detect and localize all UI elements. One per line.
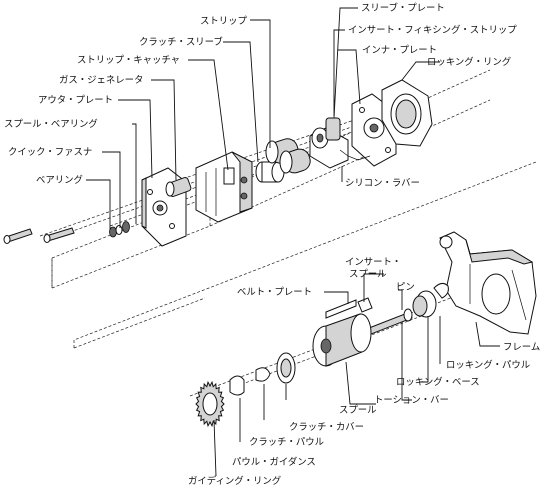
label-locking-pawl: ロッキング・パウル xyxy=(446,359,530,371)
clutch-pawl-part xyxy=(255,367,271,382)
guiding-ring-hole xyxy=(202,392,218,416)
label-pin: ピン xyxy=(396,282,415,293)
frame-part xyxy=(439,231,537,335)
sleeve-plate-part xyxy=(309,117,349,169)
label-quick-fastener: クイック・ファスナ xyxy=(8,147,92,158)
guiding-ring-part xyxy=(195,380,225,428)
label-locking-ring-top: ロッキング・リング xyxy=(427,56,511,68)
label-inner-plate: インナ・プレート xyxy=(362,45,437,56)
label-insert-spool-line2: スプール xyxy=(349,269,387,280)
belt-plate-part xyxy=(325,299,357,319)
label-silicone-rubber: シリコン・ラバー xyxy=(345,178,420,189)
labels: ストリップ スリーブ・プレート クラッチ・スリーブ インサート・フィキシング・ス… xyxy=(4,2,540,487)
locking-base-part xyxy=(412,290,437,318)
label-bearing: ベアリング xyxy=(36,174,83,186)
label-insert-fixing-strip: インサート・フィキシング・ストリップ xyxy=(348,24,517,36)
pawl-guidance-part xyxy=(229,375,245,396)
bearing-part xyxy=(109,221,130,238)
label-clutch-pawl: クラッチ・パウル xyxy=(249,437,324,448)
label-gas-generator: ガス・ジェネレータ xyxy=(59,75,143,86)
spool-part xyxy=(312,313,372,367)
torsion-bar-part xyxy=(363,308,413,337)
quick-fastener-bolt xyxy=(3,228,33,244)
label-strip: ストリップ xyxy=(200,16,248,27)
label-frame: フレーム xyxy=(503,342,540,353)
clutch-cover-part xyxy=(276,352,296,384)
label-guiding-ring: ガイディング・リング xyxy=(188,475,281,487)
label-insert-spool-line1: インサート・ xyxy=(345,257,401,268)
bolt-two xyxy=(43,227,75,243)
silicone-rubber-part xyxy=(339,149,371,161)
label-torsion-bar: トーション・バー xyxy=(374,395,449,406)
label-clutch-cover: クラッチ・カバー xyxy=(289,422,364,433)
label-strip-catcher: ストリップ・キャッチャ xyxy=(77,55,180,66)
label-spool: スプール xyxy=(339,405,377,416)
gas-generator-part xyxy=(165,177,192,197)
locking-ring-top-part xyxy=(381,79,433,147)
lower-assembly-outline xyxy=(73,161,537,349)
leader-lines xyxy=(86,7,500,477)
label-pawl-guidance: パウル・ガイダンス xyxy=(232,456,316,468)
label-belt-plate: ベルト・プレート xyxy=(237,287,312,298)
locking-pawl-part xyxy=(433,282,449,299)
strip-part xyxy=(265,138,311,174)
label-sleeve-plate: スリーブ・プレート xyxy=(361,2,445,14)
label-locking-base: ロッキング・ベース xyxy=(396,376,480,388)
label-spool-bearing: スプール・ベアリング xyxy=(4,118,98,130)
insert-spool-part xyxy=(357,297,373,313)
label-clutch-sleeve: クラッチ・スリーブ xyxy=(139,36,223,48)
strip-catcher-part xyxy=(195,151,253,223)
label-outer-plate: アウタ・プレート xyxy=(38,95,113,106)
